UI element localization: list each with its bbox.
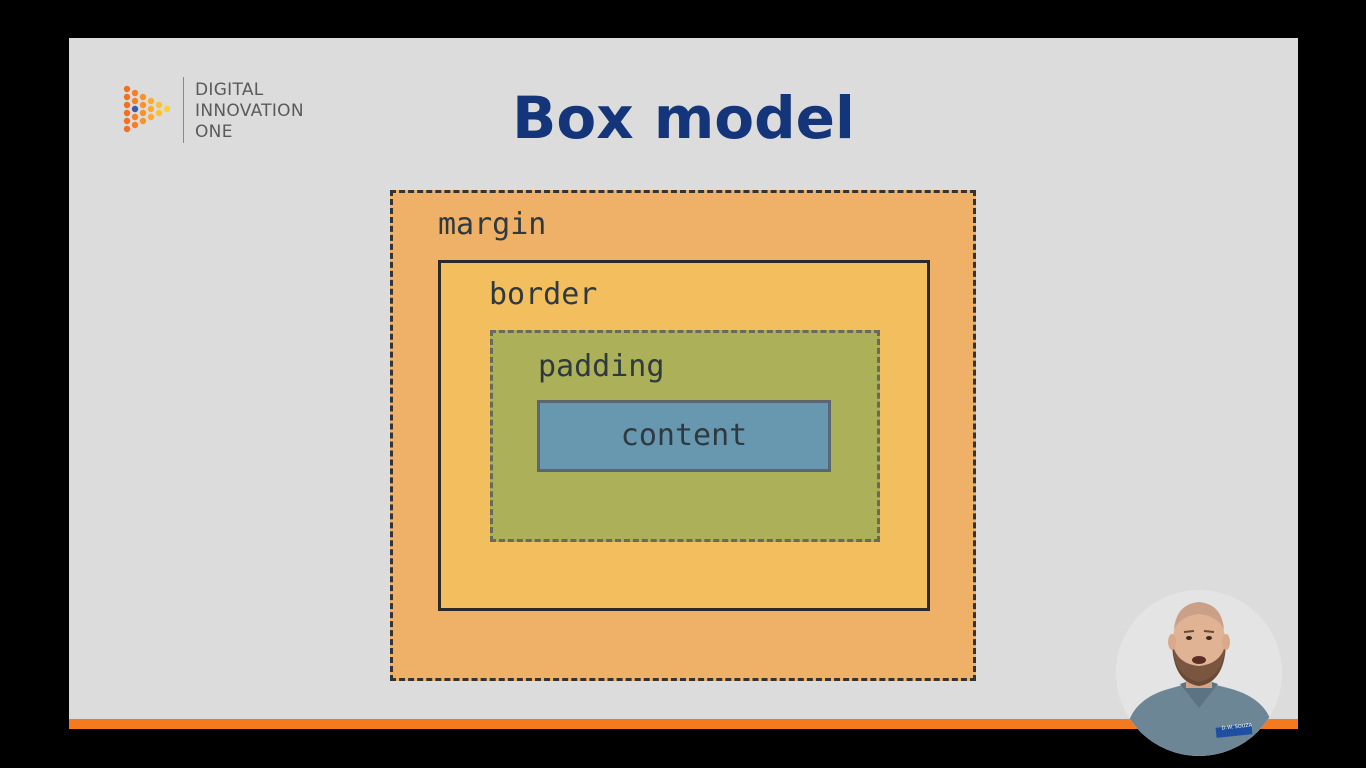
slide: DIGITAL INNOVATION ONE Box model margin … — [69, 38, 1298, 729]
digital-innovation-one-logo-icon — [123, 85, 171, 133]
logo-wordmark: DIGITAL INNOVATION ONE — [195, 80, 304, 143]
logo-line-1: DIGITAL — [195, 80, 264, 100]
accent-bar — [69, 719, 1298, 729]
presenter-webcam-icon — [1116, 590, 1282, 756]
slide-title: Box model — [512, 84, 855, 152]
content-box: content — [537, 400, 831, 472]
logo-divider — [183, 77, 184, 143]
logo-line-3: ONE — [195, 122, 233, 142]
padding-label: padding — [538, 349, 665, 384]
content-label: content — [620, 418, 748, 453]
logo-line-2: INNOVATION — [195, 101, 304, 121]
presenter-webcam: D.W. SOUZA — [1116, 590, 1282, 756]
border-label: border — [489, 277, 598, 312]
margin-label: margin — [438, 207, 547, 242]
